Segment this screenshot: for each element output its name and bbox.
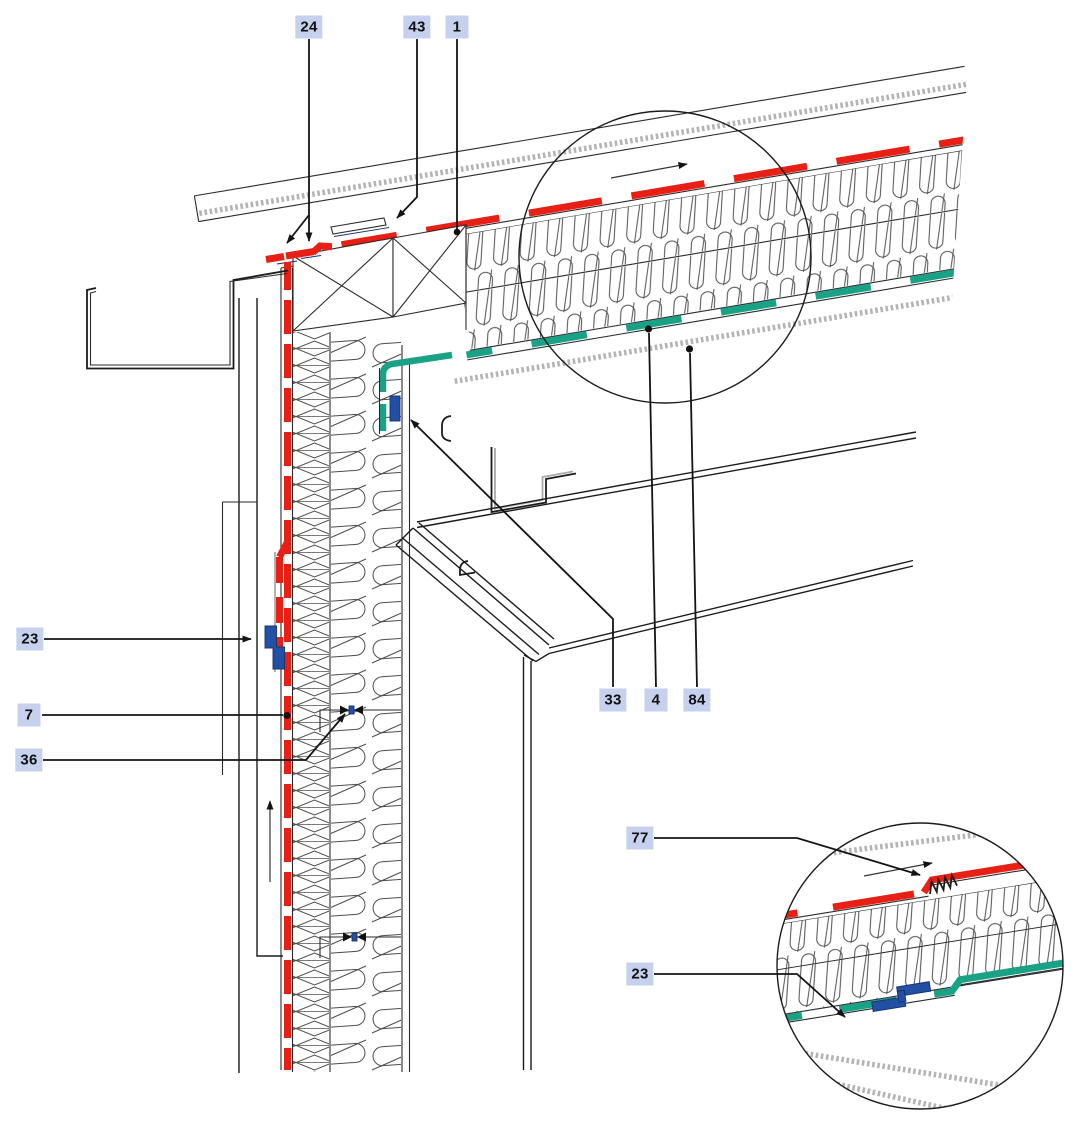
roof-insulation-upper (452, 148, 969, 292)
callout-84: 84 (683, 688, 711, 712)
eaves-blocking (292, 224, 467, 332)
eaves-membrane-detail (265, 217, 390, 265)
lap-tape-blue-z (871, 981, 932, 1013)
callout-7: 7 (17, 703, 41, 727)
leader-lines (42, 39, 921, 1018)
callout-43: 43 (403, 15, 431, 39)
callout-36: 36 (15, 748, 43, 772)
batten-board (330, 217, 387, 235)
board-seam (319, 705, 401, 732)
detail-circle-bottom (776, 822, 1064, 1110)
corner-tape-blue (389, 395, 401, 422)
board-seam (319, 932, 401, 958)
sealing-tape-blue (300, 255, 322, 259)
vapour-membrane-corner (378, 351, 453, 434)
detail-circle-top (518, 110, 812, 404)
ceiling-cutaway (395, 431, 917, 1070)
wall-insulation-inner (331, 332, 401, 1072)
callout-77: 77 (626, 826, 654, 850)
callout-33: 33 (599, 688, 627, 712)
arrow-right-icon (610, 162, 688, 179)
roof-insulation-lower (462, 206, 969, 350)
roof-membrane-teal (465, 262, 969, 359)
joint-tape-blue-z (264, 625, 285, 670)
callout-24: 24 (295, 15, 323, 39)
callout-23-bottom: 23 (626, 962, 654, 986)
tape-under-batten (333, 227, 390, 237)
gutter (86, 269, 289, 370)
callout-4: 4 (644, 688, 668, 712)
callout-23-left: 23 (16, 627, 44, 651)
roof-membrane-red (340, 135, 969, 249)
callout-1: 1 (445, 15, 469, 39)
wall-insulation-outer (293, 332, 329, 1072)
wall-assembly (221, 262, 411, 1073)
roof-assembly (193, 65, 969, 384)
upper-roof-panel (193, 65, 969, 223)
arrow-right-icon (863, 861, 933, 877)
seam-fastener-coil (929, 872, 958, 895)
hat-channel-profile (441, 415, 577, 577)
